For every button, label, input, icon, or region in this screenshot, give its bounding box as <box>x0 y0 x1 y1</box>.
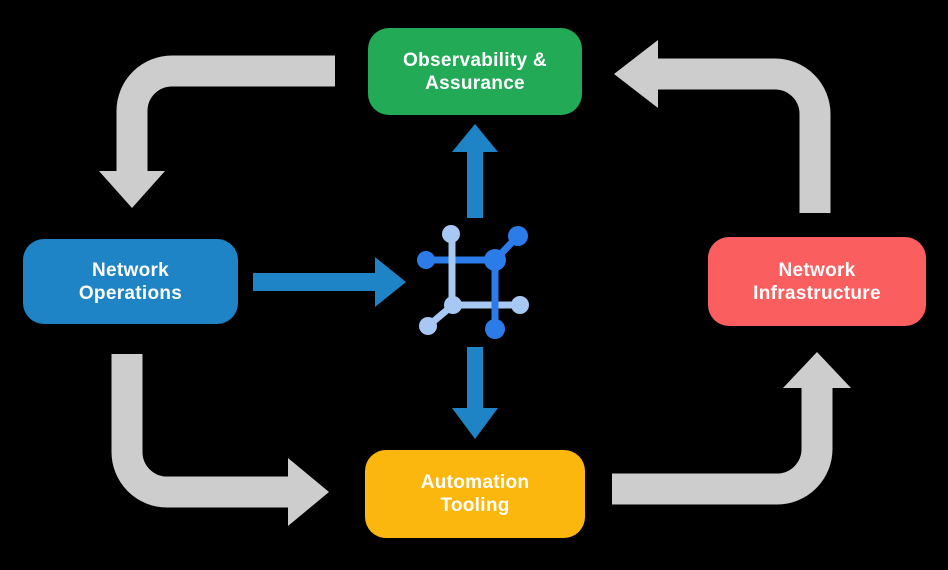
box-label-line: Automation <box>420 472 530 493</box>
box-label-line: Infrastructure <box>753 282 881 304</box>
flow-arrow-icon-to-observability <box>452 124 498 218</box>
box-label-line: Assurance <box>425 72 525 94</box>
box-network-operations: Network Operations <box>23 239 238 324</box>
box-observability-assurance: Observability & Assurance <box>368 28 582 115</box>
flow-arrow-netops-to-icon <box>253 257 406 307</box>
box-automation-tooling: Automation Tooling <box>365 450 585 538</box>
box-label-line: Tooling <box>440 495 510 516</box>
network-automation-icon <box>417 225 529 339</box>
box-label-line: Operations <box>78 282 183 304</box>
flow-arrow-icon-to-autotooling <box>452 347 498 439</box>
cycle-arrow-observability-to-netops <box>99 55 335 208</box>
cycle-arrow-netinfra-to-observability <box>614 40 831 213</box>
box-network-infrastructure: Network Infrastructure <box>708 237 926 326</box>
box-label-line: Network <box>91 259 170 281</box>
cycle-arrow-autotooling-to-netinfra <box>612 352 851 505</box>
cycle-arrow-netops-to-autotooling <box>111 354 329 526</box>
box-label-line: Network <box>778 259 856 281</box>
box-label-line: Observability & <box>403 49 547 71</box>
